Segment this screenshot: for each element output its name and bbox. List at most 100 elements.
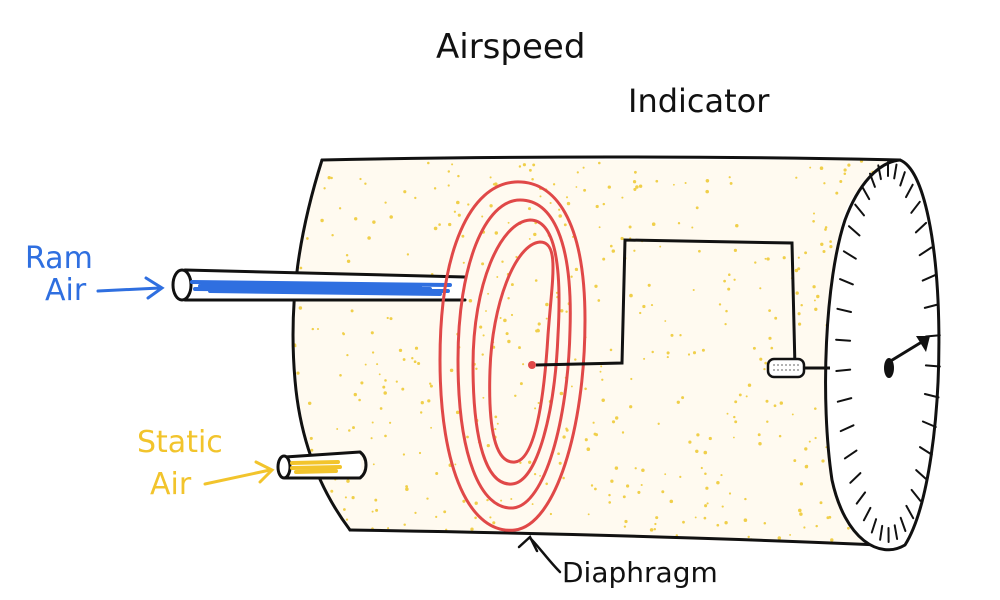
speckle-dot bbox=[479, 325, 483, 329]
speckle-dot bbox=[390, 537, 394, 540]
speckle-dot bbox=[638, 184, 643, 188]
speckle-dot bbox=[531, 503, 534, 506]
speckle-dot bbox=[318, 530, 321, 533]
speckle-dot bbox=[726, 412, 729, 415]
speckle-dot bbox=[433, 226, 438, 231]
speckle-dot bbox=[782, 256, 786, 260]
speckle-dot bbox=[537, 322, 541, 326]
dial-tick bbox=[855, 491, 867, 505]
speckle-dot bbox=[378, 373, 381, 376]
speckle-dot bbox=[456, 200, 460, 205]
speckle-dot bbox=[371, 351, 375, 354]
speckle-dot bbox=[584, 438, 588, 442]
speckle-dot bbox=[485, 310, 487, 312]
speckle-dot bbox=[721, 505, 724, 508]
speckle-dot bbox=[763, 521, 767, 525]
speckle-dot bbox=[635, 185, 639, 189]
speckle-dot bbox=[414, 511, 417, 515]
dial-ticks bbox=[835, 161, 941, 543]
speckle-dot bbox=[342, 332, 345, 336]
speckle-dot bbox=[539, 475, 541, 477]
speckle-dot bbox=[316, 504, 320, 508]
speckle-dot bbox=[804, 251, 808, 255]
speckle-dot bbox=[621, 431, 625, 434]
speckle-dot bbox=[376, 363, 379, 366]
speckle-dot bbox=[733, 248, 737, 252]
speckle-dot bbox=[565, 310, 568, 313]
speckle-dot bbox=[418, 451, 422, 455]
dial-tick bbox=[899, 516, 907, 532]
speckle-dot bbox=[778, 434, 782, 438]
speckle-dot bbox=[653, 527, 657, 531]
speckle-dot bbox=[438, 223, 441, 226]
speckle-dot bbox=[795, 291, 799, 295]
cylinder-top-edge bbox=[320, 155, 902, 162]
speckle-dot bbox=[805, 464, 809, 468]
speckle-dot bbox=[411, 357, 414, 360]
static-air-tube bbox=[276, 450, 368, 480]
speckle-dot bbox=[429, 384, 433, 388]
speckle-dot bbox=[447, 170, 451, 173]
speckle-dot bbox=[687, 353, 691, 356]
speckle-dot bbox=[384, 201, 387, 204]
speckle-dot bbox=[370, 437, 373, 440]
dial-tick bbox=[861, 185, 871, 201]
speckle-dot bbox=[586, 447, 591, 452]
speckle-dot bbox=[405, 485, 408, 488]
speckle-dot bbox=[728, 176, 731, 179]
speckle-dot bbox=[600, 365, 603, 368]
speckle-dot bbox=[629, 405, 633, 409]
speckle-dot bbox=[457, 174, 460, 178]
speckle-dot bbox=[824, 226, 828, 229]
speckle-dot bbox=[609, 244, 613, 248]
speckle-dot bbox=[824, 228, 827, 231]
speckle-dot bbox=[839, 180, 843, 183]
speckle-dot bbox=[629, 293, 633, 298]
speckle-dot bbox=[735, 223, 739, 228]
speckle-dot bbox=[527, 207, 532, 211]
speckle-dot bbox=[661, 490, 665, 494]
speckle-dot bbox=[507, 296, 510, 300]
speckle-dot bbox=[375, 508, 379, 512]
speckle-dot bbox=[655, 516, 659, 520]
ram-air-arrow bbox=[96, 276, 165, 300]
speckle-dot bbox=[797, 267, 801, 271]
speckle-dot bbox=[549, 512, 553, 516]
dial-tick bbox=[870, 518, 878, 534]
speckle-dot bbox=[615, 416, 619, 420]
dial-tick bbox=[910, 200, 921, 214]
dial-tick bbox=[862, 506, 872, 522]
speckle-dot bbox=[743, 518, 748, 522]
speckle-dot bbox=[754, 261, 757, 264]
speckle-dot bbox=[789, 533, 792, 536]
speckle-dot bbox=[557, 452, 560, 456]
speckle-dot bbox=[489, 516, 492, 519]
speckle-dot bbox=[720, 474, 723, 477]
speckle-dot bbox=[306, 237, 309, 240]
speckle-dot bbox=[462, 499, 466, 503]
speckle-dot bbox=[641, 468, 645, 473]
dial-tick bbox=[921, 273, 937, 282]
speckle-dot bbox=[640, 483, 643, 487]
speckle-dot bbox=[429, 382, 432, 385]
speckle-dot bbox=[594, 284, 598, 288]
speckle-dot bbox=[843, 172, 847, 175]
speckle-dot bbox=[723, 279, 726, 283]
speckle-dot bbox=[703, 450, 708, 455]
speckle-dot bbox=[565, 196, 569, 199]
speckle-dot bbox=[352, 426, 355, 430]
ram-air-label-line-2: Air bbox=[45, 273, 87, 308]
dial-tick bbox=[905, 183, 914, 199]
dial-tick bbox=[923, 303, 940, 309]
speckle-dot bbox=[651, 350, 654, 354]
speckle-dot bbox=[601, 398, 605, 403]
speckle-dot bbox=[574, 267, 579, 272]
speckle-dot bbox=[734, 420, 738, 424]
speckle-dot bbox=[820, 242, 824, 246]
speckle-dot bbox=[765, 399, 769, 403]
speckle-dot bbox=[595, 204, 599, 209]
dial-tick bbox=[835, 338, 852, 342]
speckle-dot bbox=[705, 486, 709, 490]
speckle-dot bbox=[582, 166, 585, 169]
